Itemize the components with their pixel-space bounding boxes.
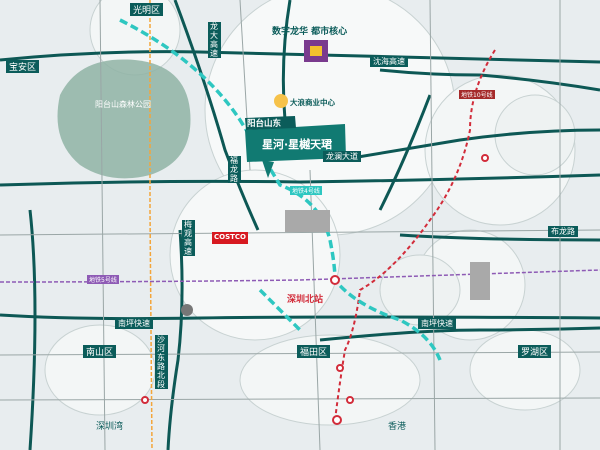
railway-station-icon [181, 304, 193, 316]
longhua-logo-inner [310, 46, 322, 56]
station-dayun[interactable] [481, 154, 489, 162]
area-label-hongkong: 香港 [388, 422, 407, 432]
nanshan-district [44, 324, 156, 416]
project-tag [245, 116, 296, 130]
station-shenzhen-bay[interactable] [141, 396, 149, 404]
yangtai-park-area [57, 59, 191, 179]
commercial-center-icon [274, 94, 288, 108]
meilin-district [169, 169, 341, 341]
station-gangxia[interactable] [346, 396, 354, 404]
metro-line-5 [0, 269, 600, 283]
road-label-longda[interactable]: 龙大高速 [208, 22, 221, 58]
area-label-futian[interactable]: 福田区 [297, 345, 331, 358]
shahe-east-road [166, 229, 184, 450]
road-label-yangming[interactable]: 梅观高速 [182, 220, 195, 256]
road-label-bulong[interactable]: 布龙路 [548, 226, 578, 237]
project-tag-label[interactable]: 阳台山东 [247, 119, 282, 129]
north-road [281, 0, 292, 121]
longda-expressway [173, 0, 260, 231]
longhu-road [339, 128, 600, 162]
metro-line-4-label: 地铁4号线 [290, 186, 322, 195]
station-futian-port[interactable] [332, 415, 342, 425]
road-label-yanhai[interactable]: 沈海高速 [370, 56, 408, 67]
project-pin [262, 160, 274, 178]
park-label: 阳台山森林公园 [95, 100, 151, 109]
road-label-nanping-east[interactable]: 南坪快速 [418, 318, 456, 329]
yanhai-expressway [379, 68, 600, 92]
bulong-road [399, 233, 600, 242]
road-label-fulong[interactable]: 福龙路 [228, 156, 241, 183]
costco-label: COSTCO [214, 233, 246, 241]
area-label-guangming[interactable]: 光明区 [130, 3, 164, 16]
area-label-nanshan[interactable]: 南山区 [83, 345, 117, 358]
area-label-luohu[interactable]: 罗湖区 [518, 345, 552, 358]
metro-line-10-label: 地铁10号线 [459, 90, 495, 99]
road-label-nanping-west[interactable]: 南坪快速 [115, 318, 153, 329]
station-label-shenzhen-north[interactable]: 深圳北站 [287, 295, 324, 305]
costco-logo [212, 232, 248, 244]
slogan-label: 数字龙华 都市核心 [272, 27, 348, 37]
project-title-label[interactable]: 星河·星樾天珺 [262, 138, 333, 151]
road-label-longhu[interactable]: 龙澜大道 [323, 151, 361, 162]
buji-center-district [379, 254, 461, 326]
metro-line-6 [149, 0, 153, 450]
northern-expressway [0, 50, 600, 64]
metro-line-5-label: 地铁5号线 [87, 275, 119, 284]
shuiguan-expressway [0, 173, 600, 187]
building-block-1 [285, 210, 330, 232]
metro-line-10 [334, 49, 496, 421]
station-shenzhen-north[interactable] [330, 275, 340, 285]
area-label-shenzhen-bay: 深圳湾 [96, 422, 124, 432]
commercial-center-label[interactable]: 大浪商业中心 [290, 98, 335, 107]
road-label-shahe[interactable]: 沙河东路北段 [155, 335, 168, 389]
west-road [28, 209, 37, 450]
project-banner [245, 124, 346, 162]
longcheng-road [378, 94, 432, 211]
building-block-2 [470, 262, 490, 300]
futian-district [239, 334, 421, 426]
nanping-expressway [0, 313, 600, 321]
area-label-baoan[interactable]: 宝安区 [6, 60, 40, 73]
station-futian-hub[interactable] [336, 364, 344, 372]
metro-line-4-branch [258, 288, 302, 332]
